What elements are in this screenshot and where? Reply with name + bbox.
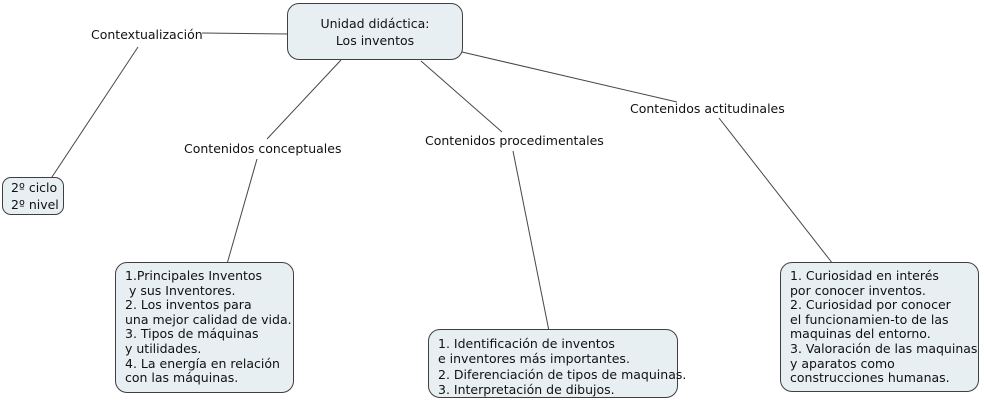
connector-context-to-level — [49, 46, 139, 181]
attitudinal-line-4: el funcionamien-to de las — [790, 311, 949, 327]
connector-root-to-conceptual-label — [266, 59, 342, 140]
level-node-ciclo-nivel[interactable]: 2º ciclo 2º nivel — [2, 177, 64, 215]
conceptual-line-3: 2. Los inventos para — [125, 297, 252, 313]
conceptual-line-2: y sus Inventores. — [125, 282, 236, 298]
label-contenidos-actitudinales[interactable]: Contenidos actitudinales — [630, 101, 785, 116]
attitudinal-line-5: maquinas del entorno. — [790, 326, 931, 342]
procedural-line-2: e inventores más importantes. — [438, 351, 630, 367]
root-node-unidad-didactica[interactable]: Unidad didáctica: Los inventos — [287, 3, 463, 60]
attitudinal-line-2: por conocer inventos. — [790, 282, 926, 298]
conceptual-line-5: 3. Tipos de máquinas — [125, 326, 259, 342]
root-node-title-line2: Los inventos — [335, 32, 415, 48]
level-node-line1: 2º ciclo — [11, 180, 58, 195]
connector-root-to-attitudinal-label — [461, 51, 678, 103]
connector-context-to-root — [201, 32, 290, 35]
attitudinal-line-3: 2. Curiosidad por conocer — [790, 297, 951, 313]
attitudinal-line-6: 3. Valoración de las maquinas — [790, 340, 978, 356]
connector-procedural-label-to-node — [512, 150, 550, 332]
label-contenidos-conceptuales[interactable]: Contenidos conceptuales — [184, 141, 342, 156]
connector-conceptual-label-to-node — [226, 158, 258, 265]
conceptual-line-4: una mejor calidad de vida. — [125, 311, 292, 327]
conceptual-contents-node[interactable]: 1.Principales Inventos y sus Inventores.… — [115, 262, 294, 393]
attitudinal-line-7: y aparatos como — [790, 355, 895, 371]
procedural-contents-node[interactable]: 1. Identificación de inventos e inventor… — [428, 329, 687, 398]
conceptual-line-6: y utilidades. — [125, 340, 202, 356]
label-contenidos-procedimentales[interactable]: Contenidos procedimentales — [425, 133, 604, 148]
attitudinal-line-8: construcciones humanas. — [790, 370, 950, 386]
attitudinal-contents-node[interactable]: 1. Curiosidad en interés por conocer inv… — [780, 262, 979, 392]
attitudinal-line-1: 1. Curiosidad en interés — [790, 268, 939, 283]
conceptual-line-7: 4. La energía en relación — [125, 355, 280, 371]
level-node-line2: 2º nivel — [11, 197, 59, 212]
procedural-line-3: 2. Diferenciación de tipos de maquinas. — [438, 366, 687, 382]
conceptual-line-1: 1.Principales Inventos — [125, 268, 263, 283]
connector-attitudinal-label-to-node — [718, 117, 834, 265]
procedural-line-4: 3. Interpretación de dibujos. — [438, 382, 615, 398]
connector-root-to-procedural-label — [420, 60, 503, 133]
procedural-line-1: 1. Identificación de inventos — [438, 336, 615, 351]
label-contextualizacion[interactable]: Contextualización — [91, 27, 203, 42]
conceptual-line-8: con las máquinas. — [125, 370, 239, 386]
root-node-title-line1: Unidad didáctica: — [320, 15, 430, 31]
